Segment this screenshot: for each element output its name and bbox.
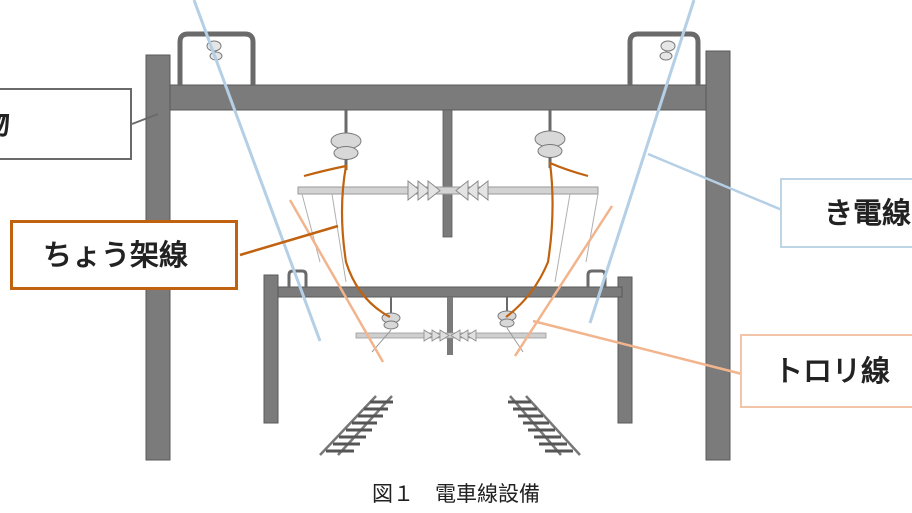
far-right-pole <box>617 276 633 424</box>
bracket-insulators <box>206 40 676 61</box>
feeder-line-right <box>588 0 696 324</box>
far-left-pole <box>263 274 279 424</box>
catenary-wire-label: ちょう架線 <box>10 220 238 290</box>
support-leader <box>131 113 159 125</box>
catenary-wires <box>303 161 589 318</box>
catenary-wire-left <box>303 164 391 318</box>
trolley-line-right <box>513 205 614 357</box>
feeder-leader <box>647 152 783 212</box>
near-left-bracket <box>177 31 256 86</box>
near-left-insulator <box>330 110 362 170</box>
far-crossbeam <box>277 286 623 298</box>
far-arm-insulators <box>423 329 477 342</box>
right-rail-track <box>508 395 581 456</box>
near-right-insulator <box>534 110 566 168</box>
left-rail-track <box>319 395 393 456</box>
feeder-line-label: き電線 <box>780 178 912 248</box>
trolley-wire-label-text: トロリ線 <box>774 353 891 388</box>
figure-caption: 図１ 電車線設備 <box>372 482 540 506</box>
far-left-bracket <box>287 269 308 288</box>
near-cross-arm <box>297 186 599 195</box>
catenary-wire-right <box>505 161 589 318</box>
trolley-lines <box>288 199 743 376</box>
far-support-structure <box>263 269 633 424</box>
trolley-leader <box>532 319 743 376</box>
support-structure-label-text: 線支持物 <box>0 109 10 139</box>
near-arm-insulators <box>407 179 489 202</box>
catenary-leader <box>239 224 339 257</box>
near-right-pole <box>705 50 731 461</box>
support-structure-label: 線支持物 <box>0 88 132 160</box>
near-crossbeam <box>169 84 707 111</box>
droppers <box>301 193 599 283</box>
feeder-line-left <box>192 0 322 342</box>
trolley-line-left <box>288 199 385 363</box>
near-right-bracket <box>627 31 701 86</box>
feeder-lines <box>192 0 783 342</box>
near-center-hanger <box>442 109 453 238</box>
catenary-wire-label-text: ちょう架線 <box>43 237 189 272</box>
far-center-hanger <box>447 297 453 355</box>
trolley-wire-label: トロリ線 <box>740 334 912 408</box>
feeder-line-label-text: き電線 <box>824 195 912 230</box>
